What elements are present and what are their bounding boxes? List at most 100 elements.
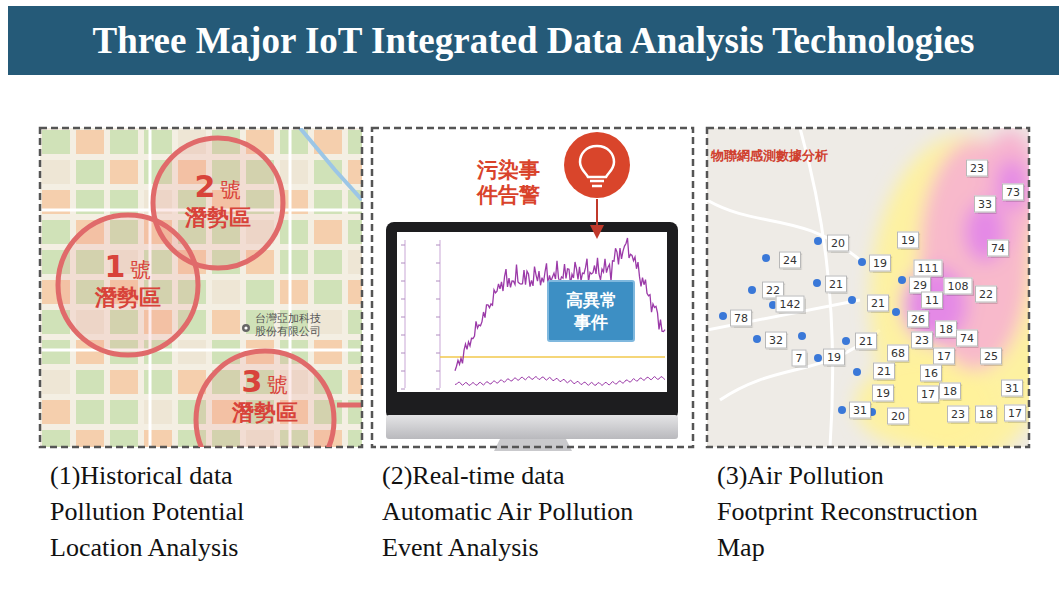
zone-number: 1 xyxy=(105,250,126,284)
sensor-reading: 73 xyxy=(1002,184,1024,201)
street-map-part xyxy=(110,130,138,154)
street-map-part xyxy=(144,370,172,394)
monitor-part xyxy=(401,335,440,336)
street-map-part xyxy=(314,250,342,274)
monitor-part xyxy=(372,128,693,447)
heat-map-part xyxy=(753,335,761,343)
street-map-part xyxy=(348,220,362,244)
heat-map-part xyxy=(814,354,822,362)
monitor-part xyxy=(405,240,440,388)
zone-text: 潛勢區 xyxy=(193,399,337,427)
street-map-part xyxy=(348,250,362,274)
monitor-part xyxy=(455,377,665,386)
alarm-bulb-part xyxy=(580,146,614,177)
sensor-reading: 21 xyxy=(855,333,877,350)
heat-map-part xyxy=(707,128,1029,447)
sensor-reading: 18 xyxy=(939,383,961,400)
monitor-part xyxy=(397,232,667,392)
heat-map-part xyxy=(855,130,1029,447)
sensor-reading: 18 xyxy=(935,321,957,338)
heat-map-part xyxy=(707,128,880,447)
street-map-part xyxy=(110,160,138,184)
sensor-reading: 18 xyxy=(975,406,997,423)
street-map-part xyxy=(348,130,362,154)
heat-map-part xyxy=(997,160,1027,210)
sensor-reading: 142 xyxy=(776,296,805,313)
zone-ring xyxy=(153,138,283,268)
street-map-part xyxy=(42,130,70,154)
street-map-part xyxy=(76,160,104,184)
street-map-part xyxy=(42,400,70,424)
zone-outline xyxy=(193,348,337,447)
sensor-reading: 21 xyxy=(873,363,895,380)
heat-map-part xyxy=(853,368,861,376)
sensor-reading: 23 xyxy=(966,160,988,177)
monitor-part xyxy=(401,245,440,389)
sensor-reading: 19 xyxy=(869,255,891,272)
street-map-part xyxy=(42,220,70,244)
zone-number: 3 xyxy=(242,365,263,399)
zone-text: 潛勢區 xyxy=(150,204,286,232)
alarm-bulb-part xyxy=(590,181,604,186)
zone-number: 2 xyxy=(195,170,216,204)
street-map-part xyxy=(42,370,70,394)
heat-map xyxy=(707,128,1059,465)
street-map-part xyxy=(348,280,362,304)
sensor-reading: 68 xyxy=(887,345,909,362)
company-label: 台灣亞加科技 股份有限公司 xyxy=(255,312,327,338)
sensor-reading: 33 xyxy=(974,196,996,213)
street-map-part xyxy=(314,340,342,364)
zone-label: 3號潛勢區 xyxy=(193,365,337,427)
monitor-part xyxy=(401,263,440,264)
sensor-reading: 74 xyxy=(956,330,978,347)
heat-map-part xyxy=(898,276,906,284)
street-map-part xyxy=(42,340,70,364)
street-map-part xyxy=(212,280,240,304)
sensor-reading: 11 xyxy=(921,292,943,309)
street-map-part xyxy=(144,400,172,424)
heat-map-part xyxy=(920,140,1029,370)
sensor-reading: 21 xyxy=(867,295,889,312)
street-map-part xyxy=(314,220,342,244)
street-map-part xyxy=(110,370,138,394)
panel-frame xyxy=(40,128,1029,447)
zone-text: 號 xyxy=(267,371,288,399)
street-map-part xyxy=(76,400,104,424)
panel-caption: (2)Real-time data Automatic Air Pollutio… xyxy=(382,458,647,566)
street-map-part xyxy=(280,280,308,304)
sensor-reading: 108 xyxy=(944,278,973,295)
heat-map-part xyxy=(858,258,866,266)
event-text: 高異常 事件 xyxy=(563,289,619,333)
zone-outline xyxy=(150,135,286,271)
panel-caption: (3)Air Pollution Footprint Reconstructio… xyxy=(717,458,982,566)
zone-label: 1號潛勢區 xyxy=(55,250,201,312)
sensor-reading: 21 xyxy=(825,276,847,293)
street-map-part xyxy=(348,160,362,184)
panel-frame-part xyxy=(707,128,1029,447)
street-map-part xyxy=(246,280,274,304)
sensor-reading: 17 xyxy=(1004,405,1026,422)
street-map-part xyxy=(244,326,247,329)
leader-line xyxy=(337,405,362,406)
monitor xyxy=(372,128,693,451)
sensor-reading: 31 xyxy=(849,402,871,419)
heat-map-part xyxy=(719,237,906,416)
sensor-reading: 22 xyxy=(975,286,997,303)
monitor-part xyxy=(401,281,440,282)
heat-map-part xyxy=(798,332,806,340)
sensor-reading: 26 xyxy=(907,311,929,328)
monitor-part xyxy=(386,222,678,420)
zone-label: 2號潛勢區 xyxy=(150,170,286,232)
alarm-bulb xyxy=(564,132,630,232)
sensor-reading: 20 xyxy=(887,408,909,425)
street-map-part xyxy=(76,430,104,447)
street-map-part xyxy=(280,160,308,184)
street-map-part xyxy=(76,370,104,394)
street-map-part xyxy=(314,280,342,304)
potential-zone-circle: 2號潛勢區 xyxy=(150,135,286,271)
heat-map-part xyxy=(748,286,756,294)
sensor-reading: 25 xyxy=(980,348,1002,365)
sensor-reading: 7 xyxy=(792,350,807,367)
street-map-part xyxy=(348,370,362,394)
map-heading: 物聯網感測數據分析 xyxy=(711,148,828,164)
